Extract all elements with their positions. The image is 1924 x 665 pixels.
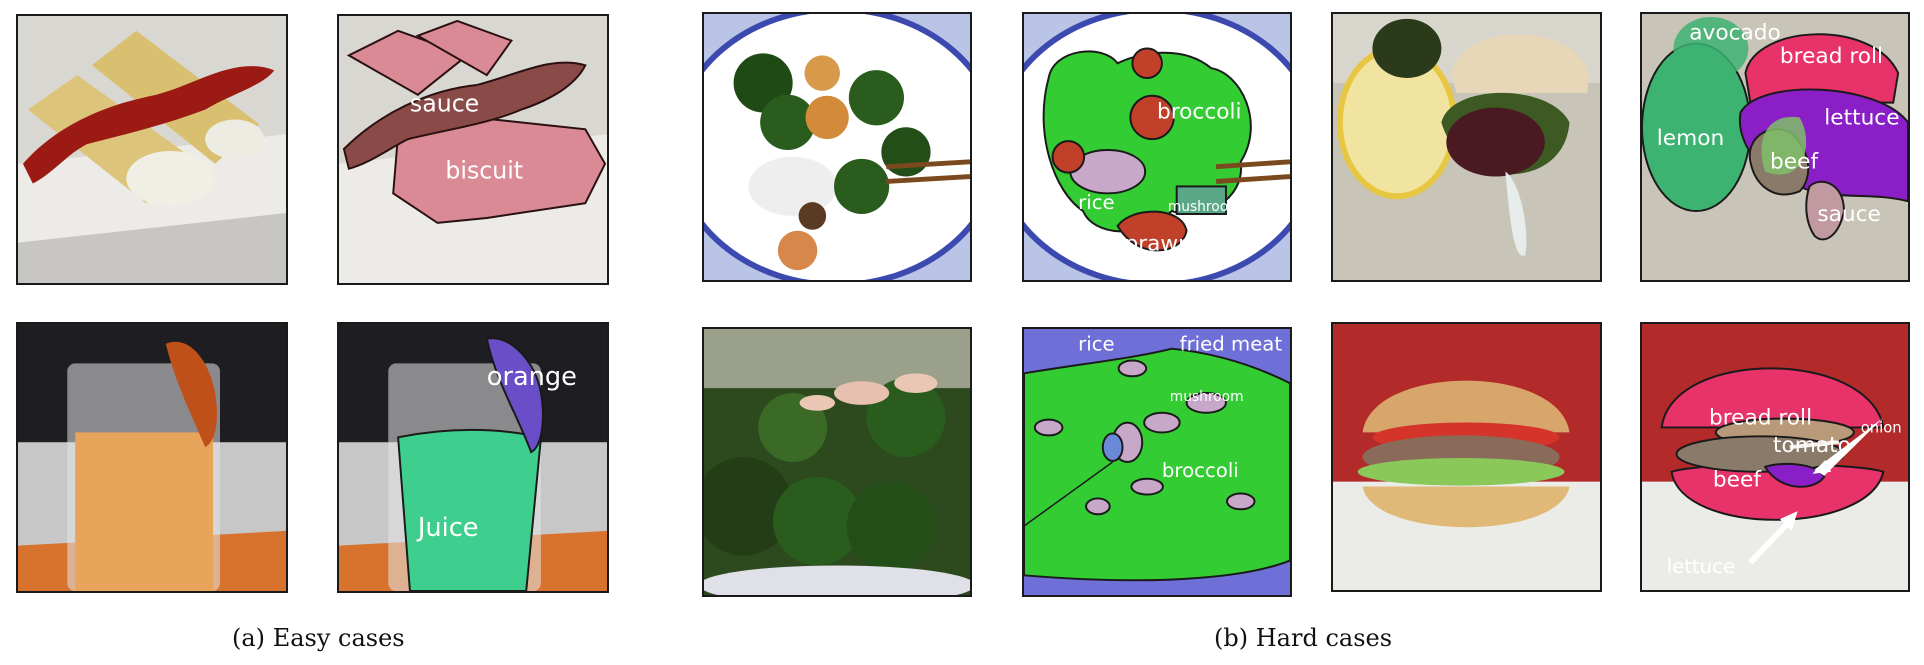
prawn-segmentation: broccoli rice mushroom prawn [1024,14,1290,280]
caption-easy-cases: (a) Easy cases [232,624,405,652]
bread-roll-mask [1744,33,1900,104]
hard-burger-mask: bread roll tomato onion beef lettuce [1640,322,1910,592]
beef-label-bottom: beef [1713,468,1762,493]
sauce-mask [342,61,587,170]
burger-photo-image [1333,324,1600,590]
lemon-label: lemon [1657,126,1724,151]
cannelloni-segmentation: sauce biscuit [339,16,607,283]
broccoli-photo-image [704,329,970,595]
easy-juice-photo [16,322,288,593]
sauce-label: sauce [410,90,479,118]
caption-hard-text: Hard cases [1255,624,1393,652]
orange-label: orange [487,362,577,392]
hard-prawn-photo [702,12,972,282]
avocado-label: avocado [1689,21,1781,46]
prawn-photo-image [704,14,970,280]
hard-lemon-burger-mask: avocado bread roll lemon lettuce beef sa… [1640,12,1910,282]
avocado-mask [1673,16,1749,81]
caption-hard-cases: (b) Hard cases [1214,624,1392,652]
mushroom-mask [1175,185,1227,215]
caption-easy-text: Easy cases [272,624,405,652]
juice-label: Juice [416,513,479,543]
caption-easy-tag: (a) [232,624,266,652]
easy-cannelloni-photo [16,14,288,285]
easy-juice-mask: orange Juice [337,322,609,593]
mushroom-label-bottom: mushroom [1170,389,1244,405]
broccoli-mask-bottom [1024,347,1290,582]
onion-arrow [1814,417,1884,476]
lettuce-mask-bottom [1763,462,1826,488]
juice-segmentation: orange Juice [339,324,607,591]
bread-roll-mask-top [1660,367,1885,429]
sauce-label-burger: sauce [1817,202,1881,227]
rice-label-bottom: rice [1078,333,1115,356]
rice-label-top: rice [1078,191,1115,214]
prawn-mask [1129,94,1175,141]
lettuce-label-bottom: lettuce [1667,555,1735,578]
cannelloni-photo-image [18,16,286,283]
biscuit-label: biscuit [445,157,523,185]
hard-lemon-burger-photo [1331,12,1602,282]
lettuce-label-top: lettuce [1824,105,1899,130]
tomato-label: tomato [1773,433,1851,458]
caption-hard-tag: (b) [1214,624,1249,652]
onion-label: onion [1861,419,1902,436]
burger-segmentation: bread roll tomato onion beef lettuce [1642,324,1908,590]
hard-burger-photo [1331,322,1602,592]
lemon-burger-photo-image [1333,14,1600,280]
easy-cannelloni-mask: sauce biscuit [337,14,609,285]
juice-mask [397,428,543,591]
mushroom-label-top: mushroom [1168,199,1242,215]
bread-roll-label-top: bread roll [1780,44,1883,69]
orange-mask [485,337,544,454]
prawn-label: prawn [1124,231,1191,256]
mushroom-mask-bottom [1185,392,1227,414]
hard-prawn-mask: broccoli rice mushroom prawn [1022,12,1292,282]
lemon-burger-segmentation: avocado bread roll lemon lettuce beef sa… [1642,14,1908,280]
beef-label-top: beef [1770,150,1819,175]
bread-roll-label-bottom: bread roll [1709,405,1812,430]
fried-meat-label: fried meat [1180,333,1283,356]
broccoli-segmentation: rice fried meat mushroom broccoli [1024,329,1290,595]
hard-broccoli-photo [702,327,972,597]
broccoli-label-bottom: broccoli [1162,459,1239,482]
lettuce-arrow [1748,518,1792,565]
hard-broccoli-mask: rice fried meat mushroom broccoli [1022,327,1292,597]
broccoli-label-top: broccoli [1157,99,1242,124]
sauce-mask-burger [1805,180,1845,241]
juice-photo-image [18,324,286,591]
